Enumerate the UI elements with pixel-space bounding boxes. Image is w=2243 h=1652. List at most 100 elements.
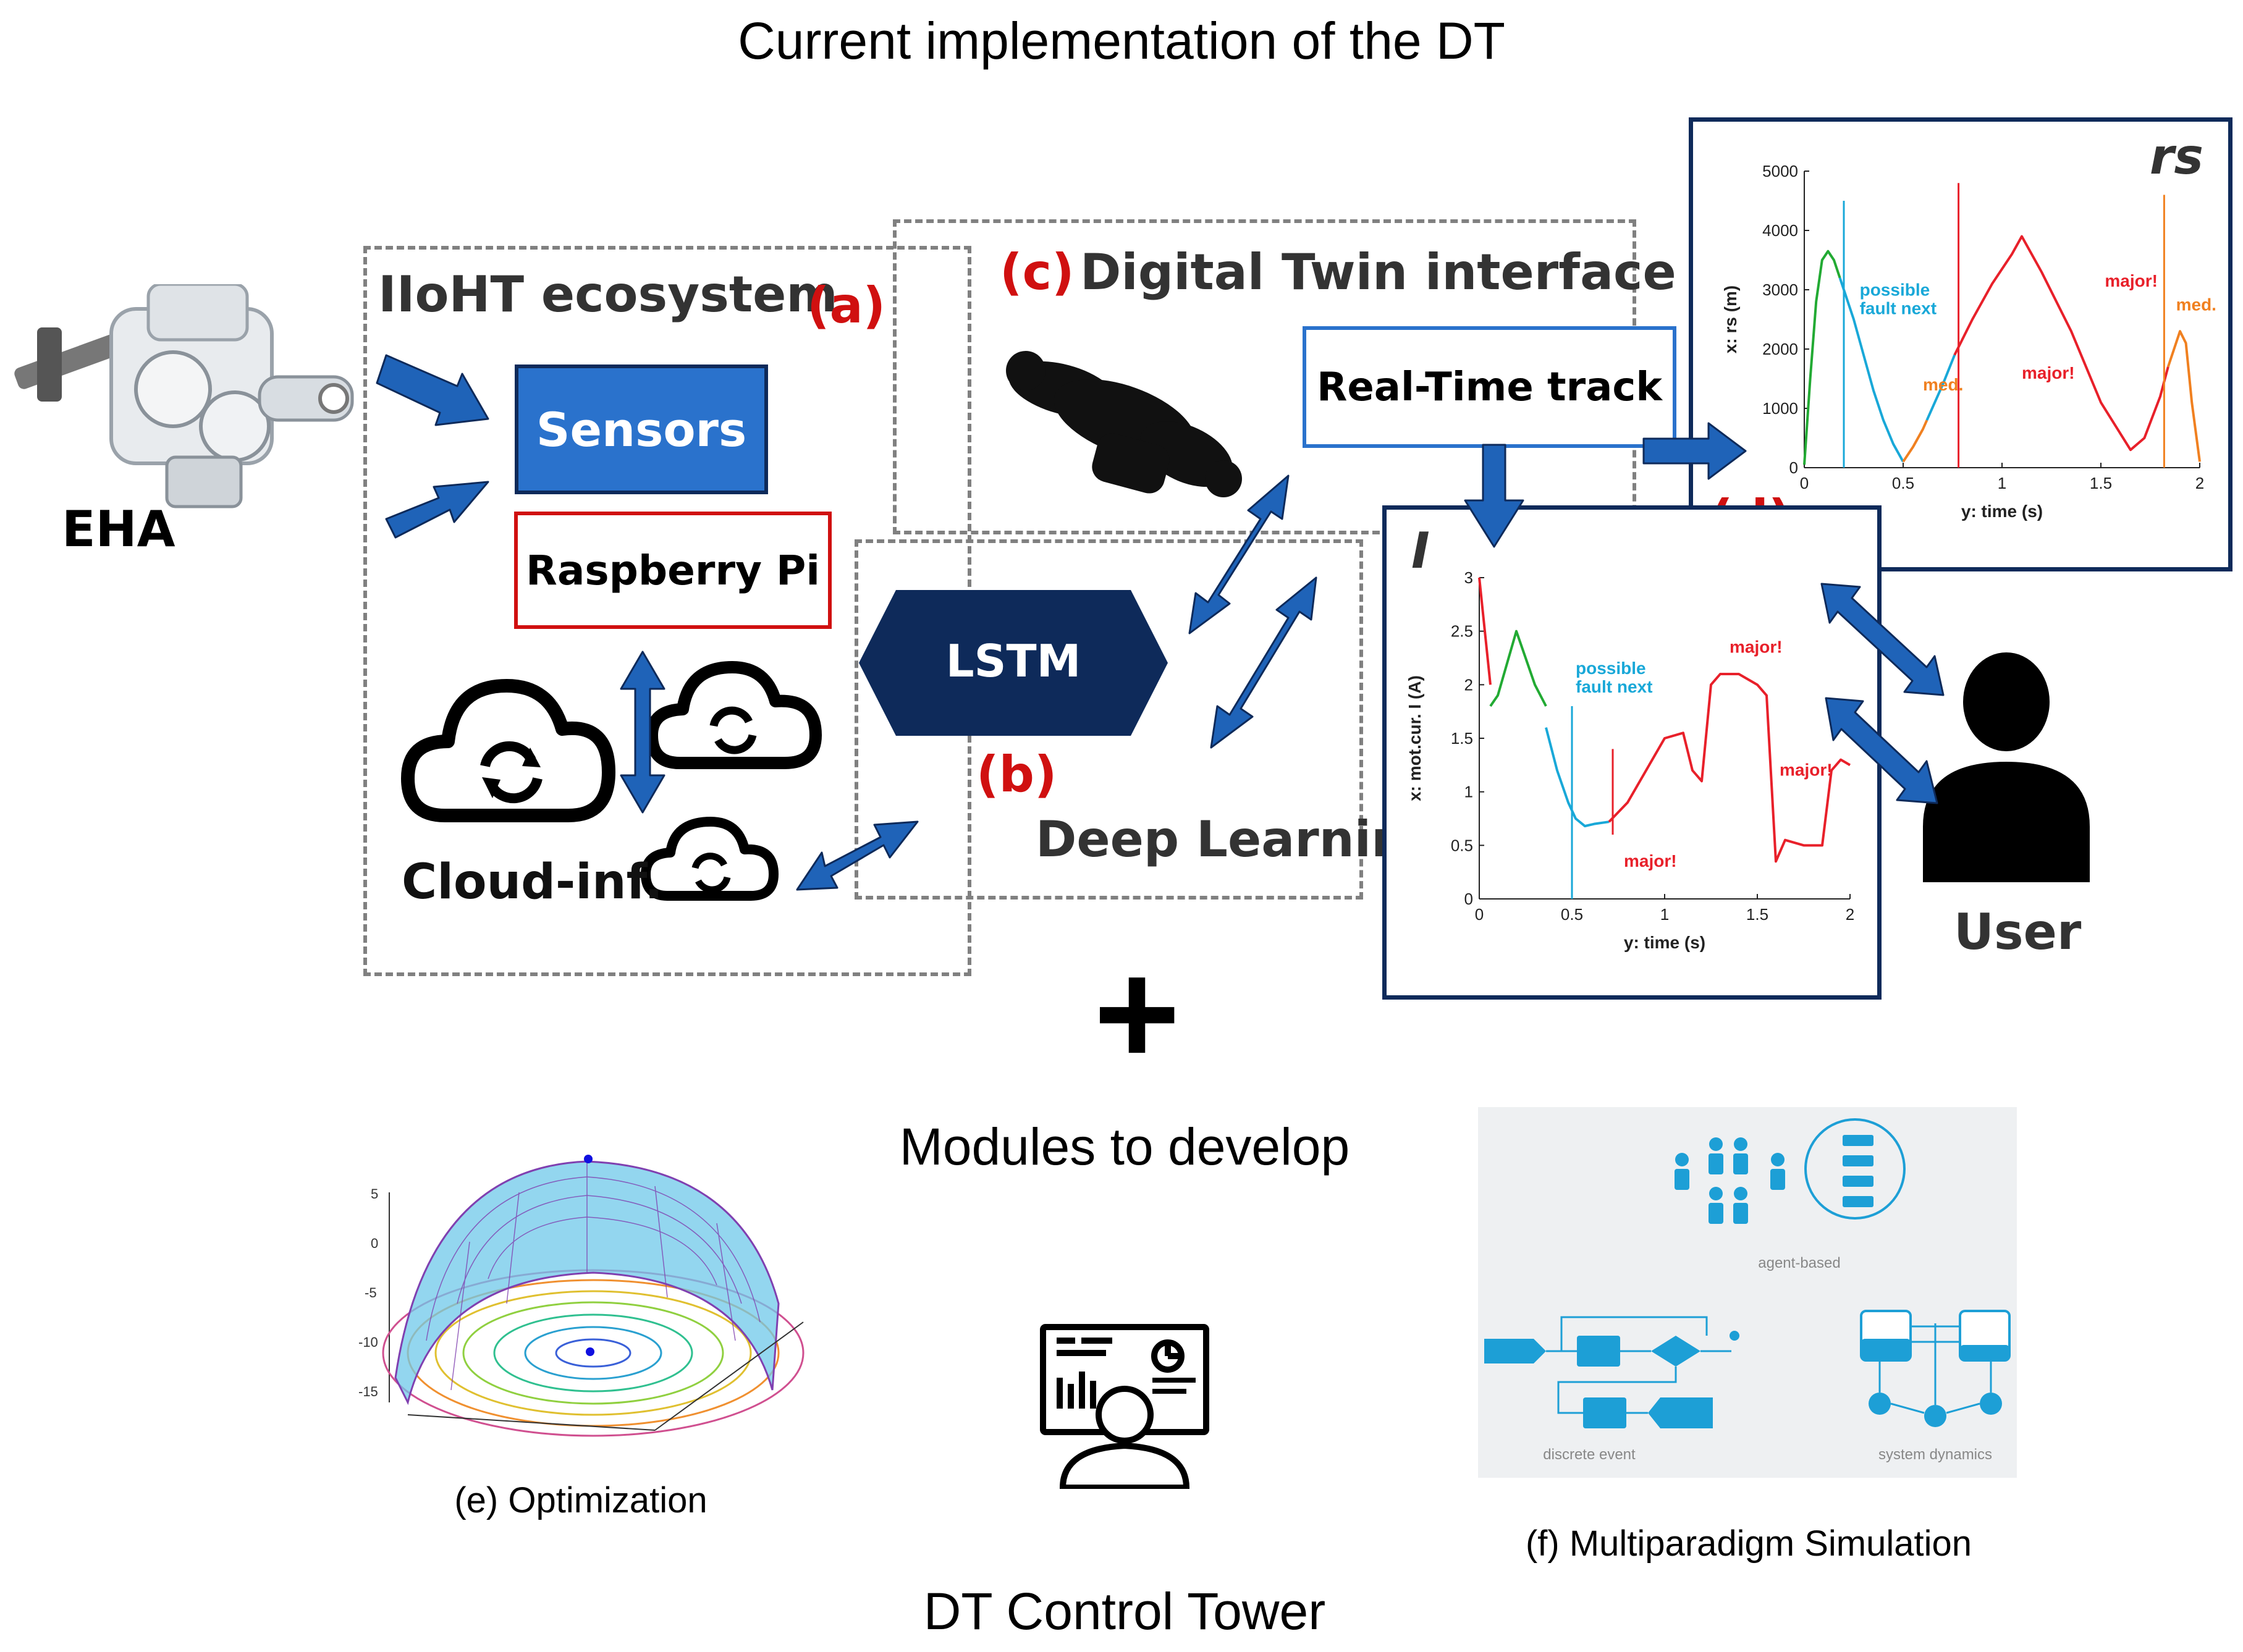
cloud-label: Cloud-inf. [402, 854, 663, 910]
realtime-right-arrow [1642, 422, 1747, 480]
y-tick-label: 0.5 [1451, 836, 1473, 854]
current-to-user-arrow [1825, 697, 1938, 804]
svg-text:-10: -10 [358, 1334, 378, 1350]
series-line [2166, 330, 2201, 462]
series-line [1478, 577, 1492, 685]
system-dynamics-label: system dynamics [1878, 1446, 1992, 1463]
annotation-label: major! [2105, 271, 2158, 290]
series-line [1838, 277, 1904, 463]
x-tick-label: 1 [1998, 474, 2006, 492]
svg-text:-15: -15 [358, 1384, 378, 1399]
y-tick-label: 0 [1789, 458, 1798, 477]
annotation-label: fault next [1860, 299, 1937, 318]
ecosystem-tag: (a) [807, 277, 886, 334]
annotation-label: fault next [1576, 677, 1652, 696]
real-time-track-box: Real-Time track [1303, 326, 1676, 448]
eha-to-sensors-arrow-2 [385, 481, 489, 539]
lstm-block: LSTM [859, 590, 1168, 736]
dl-to-chart-arrow [1210, 576, 1317, 749]
annotation-label: med. [2176, 295, 2216, 314]
y-tick-label: 3000 [1762, 280, 1798, 299]
rs-to-user-arrow [1820, 583, 1945, 696]
y-tick-label: 5000 [1762, 162, 1798, 180]
optimization-surface-image: 50-5 -10-15 [358, 1155, 805, 1437]
lstm-label: LSTM [946, 635, 1081, 687]
user-icon [1923, 652, 2090, 882]
x-axis-label: y: time (s) [1961, 502, 2043, 521]
agent-based-label: agent-based [1758, 1255, 1840, 1271]
user-label: User [1954, 903, 2082, 961]
cloud-icon [641, 817, 779, 901]
rs-corner-label: rs [2149, 128, 2203, 185]
ecosystem-title: IIoHT ecosystem [378, 266, 838, 323]
series-line [1902, 419, 1928, 463]
x-tick-label: 2 [1846, 905, 1854, 924]
sensors-label: Sensors [536, 402, 747, 457]
cloud-icon [646, 661, 822, 769]
svg-text:5: 5 [371, 1186, 378, 1202]
x-tick-label: 2 [2195, 474, 2204, 492]
annotation-label: major! [1624, 851, 1677, 870]
svg-text:-5: -5 [365, 1285, 377, 1300]
discrete-event-label: discrete event [1543, 1446, 1636, 1463]
annotation-label: major! [2022, 363, 2075, 382]
annotation-label: major! [1730, 637, 1783, 656]
x-tick-label: 0 [1800, 474, 1809, 492]
dt-interface-tag: (c) [1000, 243, 1075, 301]
y-axis-label: x: rs (m) [1721, 285, 1740, 353]
plus-sign: + [1093, 930, 1181, 1096]
x-tick-label: 0.5 [1561, 905, 1583, 924]
y-tick-label: 1000 [1762, 399, 1798, 418]
raspberry-pi-box: Raspberry Pi [514, 512, 832, 629]
multiparadigm-simulation-image: agent-based discrete event [1478, 1107, 2017, 1478]
annotation-label: med. [1923, 375, 1963, 394]
x-axis-label: y: time (s) [1624, 933, 1705, 952]
y-tick-label: 4000 [1762, 221, 1798, 240]
cloud-vertical-arrow [620, 651, 665, 814]
current-corner-label: I [1411, 522, 1430, 579]
y-tick-label: 1.5 [1451, 729, 1473, 748]
cloud-icons [401, 661, 822, 901]
eha-to-sensors-arrow-1 [376, 354, 489, 426]
control-tower-caption: DT Control Tower [923, 1582, 1326, 1640]
deep-learning-label: Deep Learning [1036, 811, 1442, 868]
x-tick-label: 0 [1475, 905, 1484, 924]
deep-learning-group [855, 539, 1363, 900]
cloud-to-dl-arrow [796, 820, 919, 891]
dt-control-tower-icon [1040, 1324, 1209, 1489]
series-line [1953, 235, 2169, 452]
y-tick-label: 1 [1464, 783, 1473, 801]
agent-person-icon [1675, 1137, 1785, 1224]
annotation-label: major! [1780, 761, 1833, 780]
y-tick-label: 2.5 [1451, 622, 1473, 641]
series-line [1803, 250, 1841, 465]
modules-title: Modules to develop [899, 1118, 1350, 1176]
realtime-down-arrow [1464, 444, 1524, 548]
y-axis-label: x: mot.cur. I (A) [1405, 675, 1424, 801]
eha-label: EHA [62, 500, 175, 558]
dt-interface-title: Digital Twin interface [1080, 243, 1676, 301]
y-tick-label: 2 [1464, 675, 1473, 694]
series-line [1608, 673, 1851, 863]
series-line [1489, 630, 1547, 707]
refresh-icon [480, 741, 543, 804]
series-line [1545, 727, 1610, 828]
digital-twin-model-image [1006, 351, 1242, 497]
x-tick-label: 1.5 [2090, 474, 2112, 492]
x-tick-label: 0.5 [1892, 474, 1914, 492]
eha-actuator-image [14, 284, 354, 508]
cloud-icon [401, 679, 615, 822]
real-time-track-label: Real-Time track [1317, 364, 1662, 410]
x-tick-label: 1 [1660, 905, 1669, 924]
multiparadigm-caption: (f) Multiparadigm Simulation [1525, 1523, 1972, 1564]
y-tick-label: 3 [1464, 568, 1473, 587]
series-line [1925, 354, 1956, 421]
raspberry-pi-label: Raspberry Pi [526, 546, 820, 594]
annotation-label: possible [1576, 659, 1646, 678]
y-tick-label: 0 [1464, 890, 1473, 908]
